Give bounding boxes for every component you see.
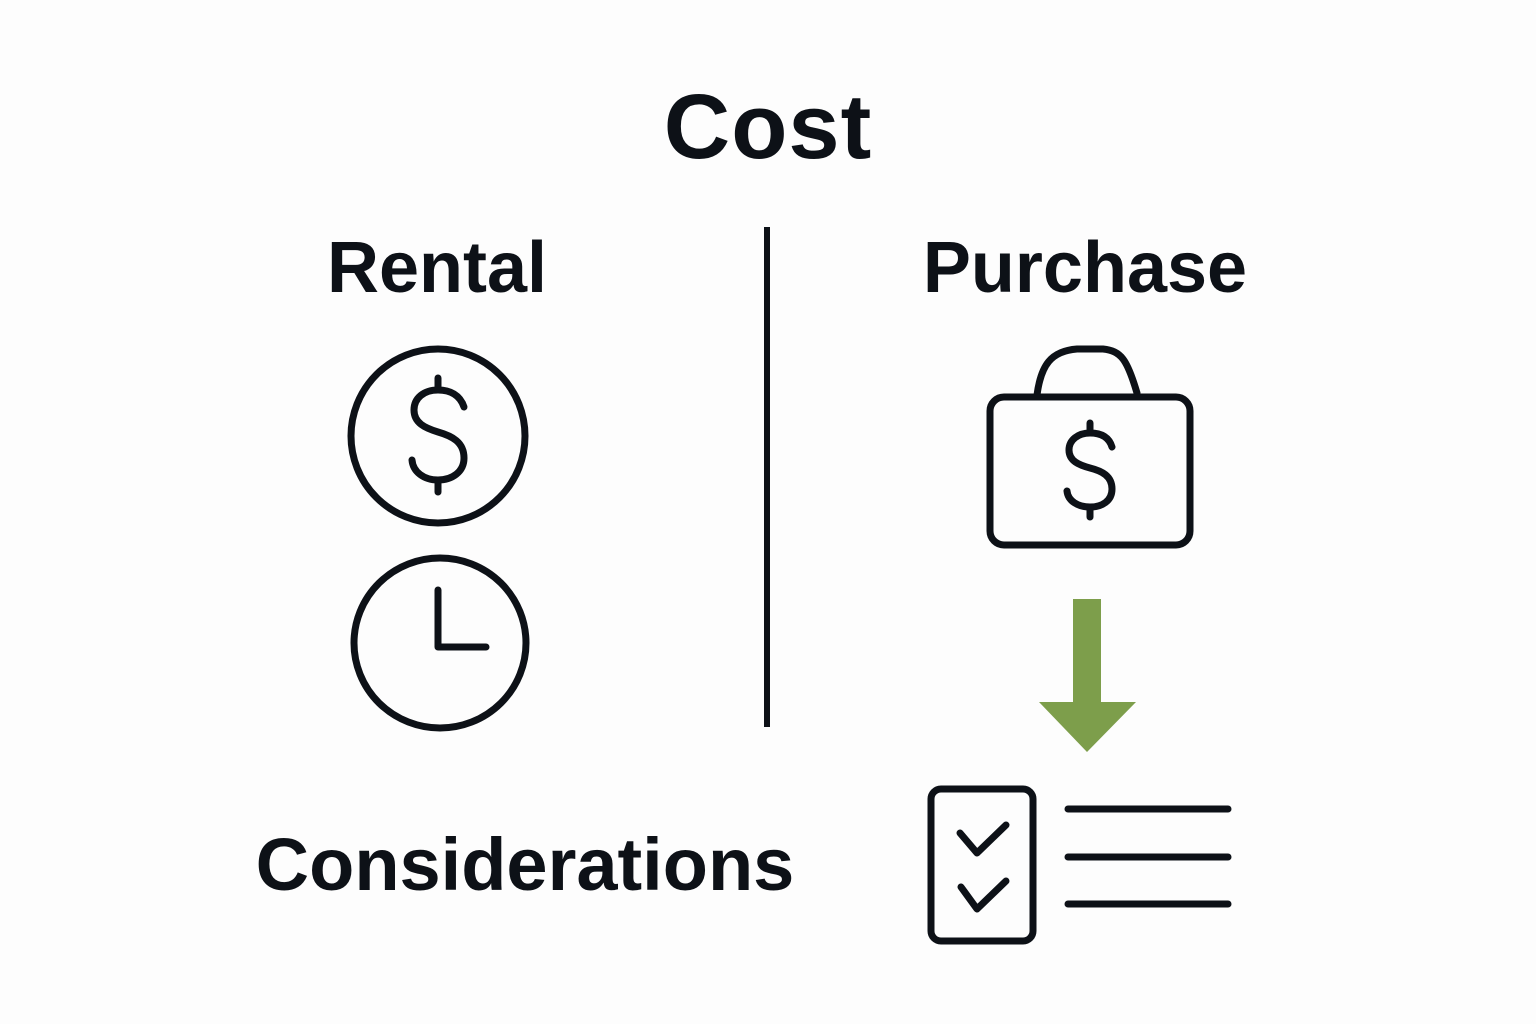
arrow-down-icon — [1039, 599, 1136, 752]
money-bag-icon — [986, 345, 1194, 549]
purchase-heading: Purchase — [922, 228, 1248, 308]
rental-heading: Rental — [326, 228, 548, 308]
dollar-circle-icon — [347, 345, 529, 527]
checklist-icon — [927, 785, 1232, 945]
considerations-label: Considerations — [255, 823, 795, 906]
clock-icon — [350, 554, 530, 732]
column-divider — [764, 227, 770, 727]
page-title: Cost — [663, 76, 873, 178]
